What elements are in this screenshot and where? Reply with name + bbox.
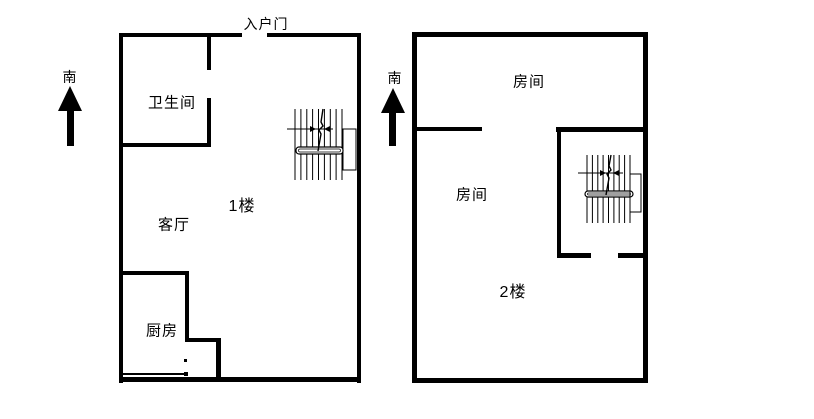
floor1-left-wall (119, 33, 123, 383)
floor2-divider-wall-left (416, 127, 482, 131)
floor2-stair-wall-bottom-right (618, 253, 648, 258)
floor1-right-wall (357, 33, 361, 383)
floor2-room-upper-label: 房间 (512, 73, 546, 91)
floor1-top-wall-right-segment (267, 33, 361, 37)
floor2-room-lower-label: 房间 (455, 186, 489, 204)
floor1-kitchen-step-wall-h (185, 338, 220, 342)
floor1-kitchen-inner-bottom-line (119, 373, 187, 375)
floor1-kitchen-label: 厨房 (145, 322, 179, 340)
floor2-compass-arrow-stem (389, 112, 396, 146)
floor2-stair-wall-bottom-left (557, 253, 591, 258)
floor1-kitchen-door-mark2 (184, 372, 188, 376)
floor1-bathroom-label: 卫生间 (147, 94, 197, 112)
floor1-compass-label: 南 (62, 69, 78, 85)
floor1-entrance-label: 入户门 (243, 16, 289, 32)
floor2-bottom-wall (412, 378, 648, 383)
floor2-right-wall (643, 32, 648, 383)
floor1-bathroom-wall-upper (207, 37, 211, 70)
floor1-bathroom-wall-bottom (119, 143, 211, 147)
floor1-bottom-wall (119, 377, 361, 382)
floor1-compass-arrow-stem (67, 110, 74, 146)
floor2-divider-wall-right (556, 127, 648, 132)
floor1-kitchen-wall-right (185, 271, 189, 342)
floor2-top-wall (412, 32, 648, 37)
floor1-bathroom-wall-lower (207, 98, 211, 147)
floor1-living-room-label: 客厅 (157, 216, 191, 234)
floor1-kitchen-wall-top (119, 271, 189, 275)
floor2-compass-arrow-icon (381, 88, 405, 113)
floor2-left-wall (412, 32, 417, 383)
floor1-top-wall-left-segment (119, 33, 242, 37)
floor1-kitchen-step-wall-v (216, 338, 221, 378)
floor1-staircase-icon (287, 108, 357, 180)
floor1-compass-arrow-icon (58, 86, 82, 111)
floor1-title: 1楼 (228, 198, 256, 215)
floor2-title: 2楼 (499, 284, 527, 301)
floor1-kitchen-door-mark (184, 359, 187, 362)
floor2-stair-wall-left (557, 127, 561, 258)
floor2-staircase-icon (578, 154, 642, 223)
floor2-compass-label: 南 (387, 70, 403, 86)
